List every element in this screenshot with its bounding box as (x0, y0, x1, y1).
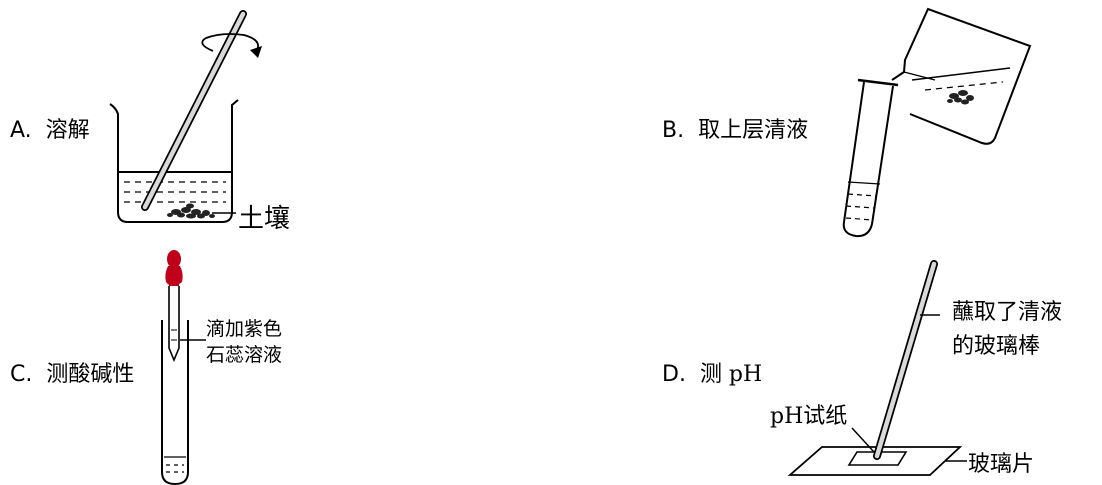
dropper-tube (168, 286, 180, 363)
beaker-b-liquid-surface (911, 67, 1011, 81)
glass-rod (874, 261, 937, 459)
liquid-dashes (124, 181, 226, 203)
indicator-label-line2: 石蕊溶液 (206, 344, 283, 366)
tube-c-liquid-dashes (164, 456, 186, 473)
rod-label-line1: 蘸取了清液 (952, 300, 1063, 325)
panel-c-caption: 测酸碱性 (46, 362, 135, 387)
dropper (165, 250, 183, 363)
soil-particles (167, 203, 215, 219)
ph-paper-label: pH试纸 (770, 404, 848, 429)
beaker (109, 99, 239, 223)
indicator-label: 滴加紫色 石蕊溶液 (206, 316, 282, 368)
rod-label-line2: 的玻璃棒 (952, 334, 1041, 359)
panel-d-letter: D. (662, 362, 686, 387)
panel-d-label: D. 测 pH (662, 356, 762, 388)
panel-b-illustration (842, 7, 1032, 238)
panel-d-caption: 测 pH (699, 362, 763, 387)
beaker-b-sediment (947, 90, 974, 105)
stirring-rod (142, 11, 246, 210)
panel-d-illustration (787, 260, 967, 476)
test-tube-c (161, 320, 189, 485)
panel-b-caption: 取上层清液 (698, 118, 809, 143)
ph-paper (847, 451, 908, 466)
panel-c-label: C. 测酸碱性 (10, 356, 134, 388)
panel-c-letter: C. (10, 362, 33, 387)
rod-label: 蘸取了清液 的玻璃棒 (952, 296, 1062, 364)
panel-b-label: B. 取上层清液 (662, 112, 808, 144)
panel-a-letter: A. (10, 118, 32, 143)
panel-a-illustration (109, 10, 262, 223)
glass-slide-label: 玻璃片 (968, 452, 1035, 477)
panel-a-label: A. 溶解 (10, 112, 90, 144)
panel-a-caption: 溶解 (45, 118, 90, 143)
test-tube-b (842, 78, 899, 238)
rotation-arrow (201, 33, 259, 52)
glass-slide (787, 446, 963, 476)
soil-label: 土壤 (238, 204, 291, 234)
paper-callout-line (851, 427, 875, 453)
dropper-bulb-top (167, 250, 181, 268)
panel-c-illustration (161, 250, 206, 485)
tube-b-liquid-dashes (845, 181, 881, 221)
indicator-label-line1: 滴加紫色 (206, 318, 283, 340)
panel-b-letter: B. (662, 118, 685, 143)
pouring-beaker (891, 7, 1032, 145)
